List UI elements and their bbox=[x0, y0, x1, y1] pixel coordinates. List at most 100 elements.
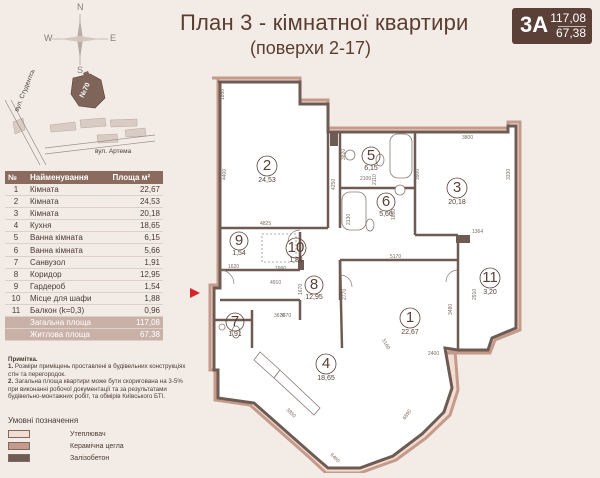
compass-east: E bbox=[110, 33, 117, 43]
brick-swatch bbox=[8, 442, 30, 450]
notes-heading: Примітка. bbox=[8, 356, 38, 363]
cell-num: 10 bbox=[5, 292, 27, 305]
cell-area: 0,96 bbox=[109, 304, 163, 318]
dim-label: 2130 bbox=[346, 214, 352, 225]
cell-area: 6,15 bbox=[109, 231, 163, 245]
living-value: 67,38 bbox=[109, 328, 163, 342]
room-6-area: 5,66 bbox=[379, 211, 393, 218]
legend-title: Умовні позначення bbox=[8, 416, 79, 425]
compass-rose-icon bbox=[52, 14, 108, 65]
room-2-number: 2 bbox=[263, 157, 271, 174]
dim-label: 4910 bbox=[270, 280, 281, 286]
cell-name: Гардероб bbox=[27, 280, 110, 293]
site-map: №70 вул. Студентська вул. Артема bbox=[4, 62, 156, 166]
note-1: Розміри приміщень проставлені в будівель… bbox=[8, 363, 186, 378]
room-1-number: 1 bbox=[406, 309, 414, 326]
room-11-area: 3,20 bbox=[483, 289, 497, 296]
cell-area: 24,53 bbox=[109, 195, 163, 209]
dim-label: 4400 bbox=[222, 169, 228, 180]
cell-num: 3 bbox=[5, 207, 27, 221]
page-title: План 3 - кімнатної квартири bbox=[180, 10, 469, 35]
bathtub-icon bbox=[389, 133, 413, 179]
notes: Примітка. 1. Розміри приміщень проставле… bbox=[8, 356, 188, 400]
dim-label: 2400 bbox=[428, 351, 439, 357]
washbasin-icon bbox=[394, 184, 406, 196]
cell-area: 18,65 bbox=[109, 219, 163, 233]
insulation-swatch bbox=[8, 430, 30, 438]
dim-label: 1620 bbox=[228, 264, 239, 270]
inner-wall bbox=[212, 80, 518, 470]
dim-label: 3670 bbox=[280, 313, 291, 319]
washbasin-icon bbox=[344, 149, 356, 161]
legend-label: Керамічна цегла bbox=[70, 442, 124, 450]
note-2-num: 2. bbox=[8, 378, 14, 386]
entrance-arrow-icon bbox=[190, 288, 200, 298]
badge-code: 3А bbox=[520, 12, 549, 37]
compass: N S W E bbox=[40, 2, 120, 77]
cell-num: 5 bbox=[5, 231, 27, 245]
legend-item: Залізобетон bbox=[8, 452, 188, 464]
room-2-area: 24,53 bbox=[258, 177, 276, 184]
badge-total-area: 117,08 bbox=[550, 11, 586, 25]
compass-south: S bbox=[77, 65, 84, 75]
legend-item: Керамічна цегла bbox=[8, 440, 188, 452]
dim-label: 5170 bbox=[390, 254, 401, 260]
dim-label: 1990 bbox=[275, 266, 286, 272]
dim-label: 2910 bbox=[472, 289, 478, 300]
dim-label: 3330 bbox=[506, 169, 512, 180]
legend: Умовні позначення Утеплювач Керамічна це… bbox=[8, 416, 188, 464]
cell-area: 20,18 bbox=[109, 207, 163, 221]
cell-num: 8 bbox=[5, 268, 27, 281]
legend-label: Утеплювач bbox=[70, 430, 106, 438]
legend-label: Залізобетон bbox=[70, 454, 110, 462]
dim-label: 2770 bbox=[342, 289, 348, 300]
cell-name: Ванна кімната bbox=[27, 231, 110, 245]
cell-area: 1,54 bbox=[109, 280, 163, 293]
cell-name: Місце для шафи bbox=[27, 292, 110, 305]
cell-num: 11 bbox=[5, 304, 27, 318]
dim-label: 3900 bbox=[415, 169, 421, 180]
room-7-area: 1,91 bbox=[228, 331, 242, 338]
room-9-area: 1,54 bbox=[232, 250, 246, 257]
table-header-name: Найменування bbox=[27, 171, 110, 184]
room-3-area: 20,18 bbox=[448, 199, 466, 206]
room-10-area: 1,88 bbox=[289, 257, 303, 264]
room-5-area: 6,15 bbox=[364, 165, 378, 172]
dim-label: 1364 bbox=[472, 229, 483, 235]
cell-num: 7 bbox=[5, 256, 27, 269]
dim-label: 3800 bbox=[462, 135, 473, 141]
compass-west: W bbox=[44, 33, 53, 43]
cell-area: 1,91 bbox=[109, 256, 163, 269]
cell-area: 1,88 bbox=[109, 292, 163, 305]
bathtub-icon bbox=[341, 191, 367, 231]
room-8-area: 12,95 bbox=[305, 294, 323, 301]
cell-name: Кухня bbox=[27, 219, 110, 233]
room-1-area: 22,67 bbox=[401, 329, 419, 336]
dim-label: 2100 bbox=[360, 176, 371, 182]
washbasin-icon bbox=[218, 323, 226, 331]
dim-label: 1880 bbox=[391, 209, 397, 220]
note-2: Загальна площа квартири може бути скориг… bbox=[8, 378, 183, 401]
cell-area: 22,67 bbox=[109, 184, 163, 197]
room-5-number: 5 bbox=[367, 147, 375, 164]
room-8-number: 8 bbox=[310, 276, 318, 293]
dim-label: 3820 bbox=[341, 149, 347, 160]
cell-name: Коридор bbox=[27, 268, 110, 281]
room-3-number: 3 bbox=[453, 179, 461, 196]
room-4-number: 4 bbox=[322, 355, 330, 372]
building-70-icon bbox=[70, 73, 106, 109]
dim-label: 5160 bbox=[380, 338, 391, 351]
cell-name: Кімната bbox=[27, 195, 110, 209]
